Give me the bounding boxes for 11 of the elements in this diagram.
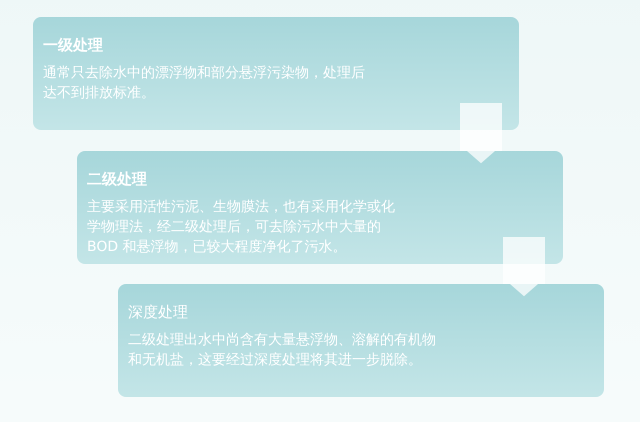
process-box [33, 17, 519, 130]
process-box [77, 151, 563, 264]
box-heading: 深度处理 [128, 302, 189, 322]
block-arrow [503, 237, 545, 296]
process-box [118, 284, 604, 397]
box-text: 主要采用活性污泥、生物膜法，也有采用化学或化学物理法，经二级处理后，可去除污水中大量的BOD 和悬浮物，已较大程度净化了污水。 [87, 198, 396, 257]
box-heading: 一级处理 [43, 35, 104, 55]
box-text: 通常只去除水中的漂浮物和部分悬浮污染物，处理后达不到排放标准。 [43, 64, 366, 103]
box-heading: 二级处理 [87, 169, 148, 189]
box-text: 二级处理出水中尚含有大量悬浮物、溶解的有机物和无机盐，这要经过深度处理将其进一步脱除。 [128, 331, 437, 370]
block-arrow [460, 103, 502, 164]
